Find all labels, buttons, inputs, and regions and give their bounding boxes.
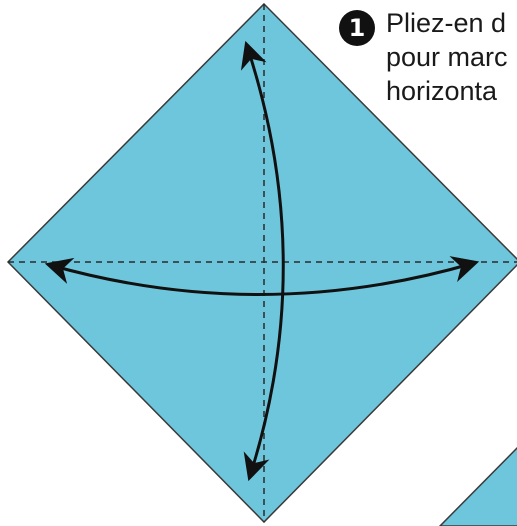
step-instruction: 1 Pliez-en d pour marc horizonta [339, 6, 517, 146]
paper-square-next-step [438, 446, 517, 526]
step-text-line-1: Pliez-en d [386, 8, 507, 38]
step-text-line-2: pour marc [386, 42, 508, 72]
step-text: Pliez-en d pour marc horizonta [386, 6, 517, 108]
step-number-badge: 1 [339, 10, 375, 46]
step-text-line-3: horizonta [386, 76, 498, 106]
horizontal-fold-arrow-icon [44, 256, 480, 296]
